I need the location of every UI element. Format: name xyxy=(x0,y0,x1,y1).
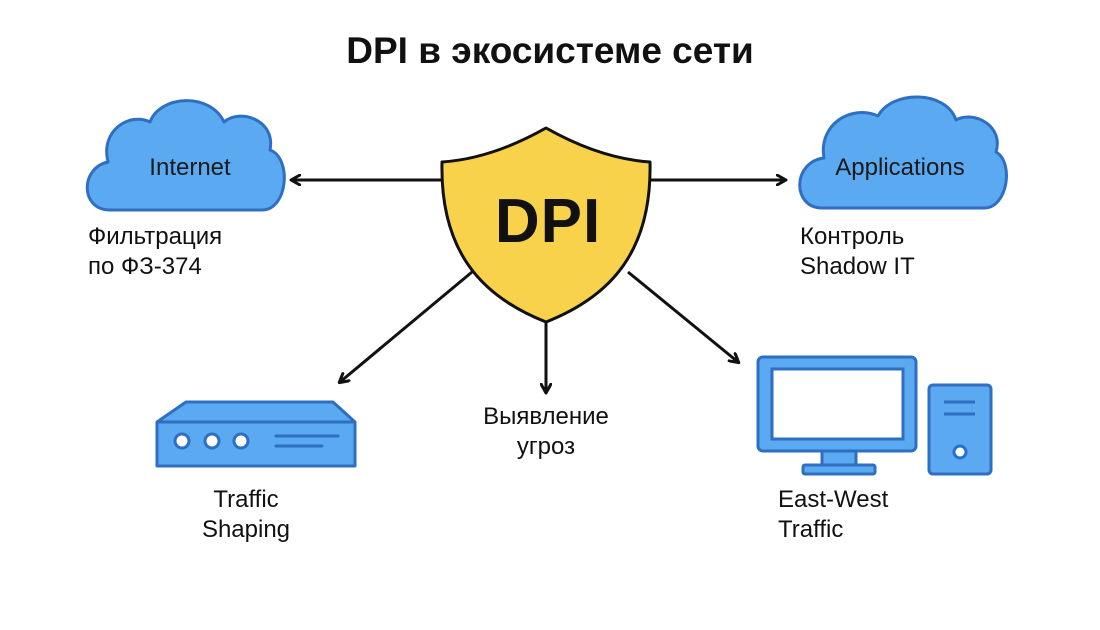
arrow-to-computer xyxy=(627,270,738,362)
router-icon xyxy=(155,400,357,468)
dpi-shield-icon xyxy=(440,126,652,324)
computer-caption-line-2: Traffic xyxy=(778,516,844,543)
router-caption: Traffic Shaping xyxy=(156,485,336,545)
applications-label: Applications xyxy=(835,154,965,181)
router-caption-line-2: Shaping xyxy=(201,516,291,543)
threats-caption: Выявление угроз xyxy=(456,402,636,462)
desktop-computer-icon xyxy=(756,355,993,476)
applications-caption-line-2: Shadow IT xyxy=(800,253,915,280)
applications-caption-line-1: Контроль xyxy=(800,223,905,250)
internet-caption-line-1: Фильтрация xyxy=(88,223,223,250)
threats-caption-line-1: Выявление xyxy=(483,403,609,430)
applications-caption: Контроль Shadow IT xyxy=(800,222,915,282)
dpi-label: DPI xyxy=(494,187,602,256)
internet-caption-line-2: по ФЗ-374 xyxy=(88,253,202,280)
applications-cloud-icon xyxy=(798,95,1008,210)
arrow-to-router xyxy=(340,270,473,382)
computer-caption: East-West Traffic xyxy=(778,485,888,545)
threats-caption-line-2: угроз xyxy=(516,433,576,460)
internet-label: Internet xyxy=(149,154,231,181)
internet-cloud-icon xyxy=(85,99,286,212)
computer-caption-line-1: East-West xyxy=(778,486,889,513)
internet-caption: Фильтрация по ФЗ-374 xyxy=(88,222,222,282)
diagram-title: DPI в экосистеме сети xyxy=(346,30,754,71)
router-caption-line-1: Traffic xyxy=(213,486,279,513)
